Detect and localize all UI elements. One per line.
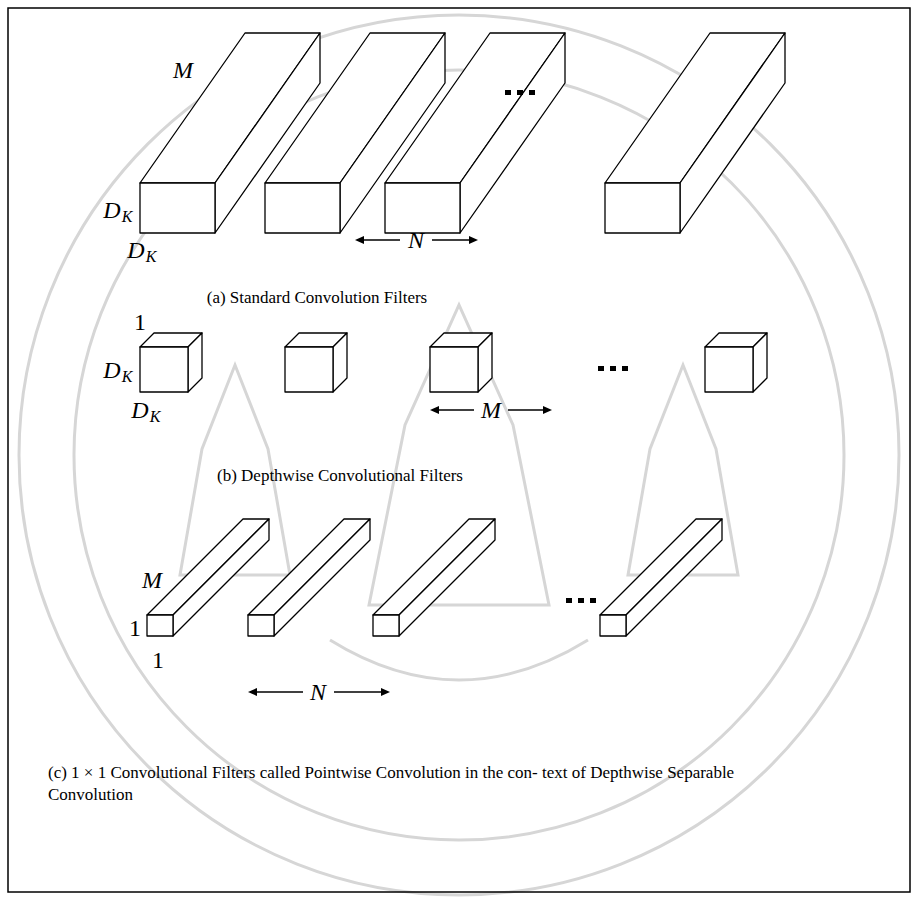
filter-cuboid: [600, 519, 722, 636]
ellipsis-dots: [598, 366, 628, 371]
frame: [8, 8, 910, 892]
dimension-label: M: [142, 568, 162, 592]
count-label: N: [408, 228, 424, 252]
dimension-subscript: K: [146, 249, 157, 265]
dimension-label: 1: [134, 310, 146, 334]
filter-cuboid: [373, 519, 495, 636]
dimension-label: D: [131, 398, 148, 422]
filter-cuboid: [705, 333, 767, 392]
dimension-subscript: K: [122, 369, 133, 385]
dimension-label: 1: [129, 616, 141, 640]
dimension-label: D: [103, 198, 120, 222]
filter-cuboid: [140, 333, 202, 392]
dimension-label: M: [173, 58, 193, 82]
subfigure-caption: (b) Depthwise Convolutional Filters: [217, 467, 463, 484]
count-label: M: [481, 398, 501, 422]
subfigure-caption: (a) Standard Convolution Filters: [207, 289, 428, 306]
dimension-subscript: K: [122, 209, 133, 225]
ellipsis-dots: [505, 90, 535, 95]
filter-cuboid: [285, 333, 347, 392]
dimension-label: D: [103, 358, 120, 382]
ellipsis-dots: [566, 598, 596, 603]
count-label: N: [310, 680, 326, 704]
filter-cuboid: [605, 33, 785, 233]
dimension-label: 1: [152, 648, 164, 672]
subfigure-caption: (c) 1 × 1 Convolutional Filters called P…: [48, 762, 738, 806]
dimension-subscript: K: [150, 409, 161, 425]
dimension-label: D: [127, 238, 144, 262]
filter-cuboid: [248, 519, 370, 636]
filter-cuboid: [430, 333, 492, 392]
filter-cuboid: [385, 33, 565, 233]
watermark-seal: [19, 15, 899, 895]
